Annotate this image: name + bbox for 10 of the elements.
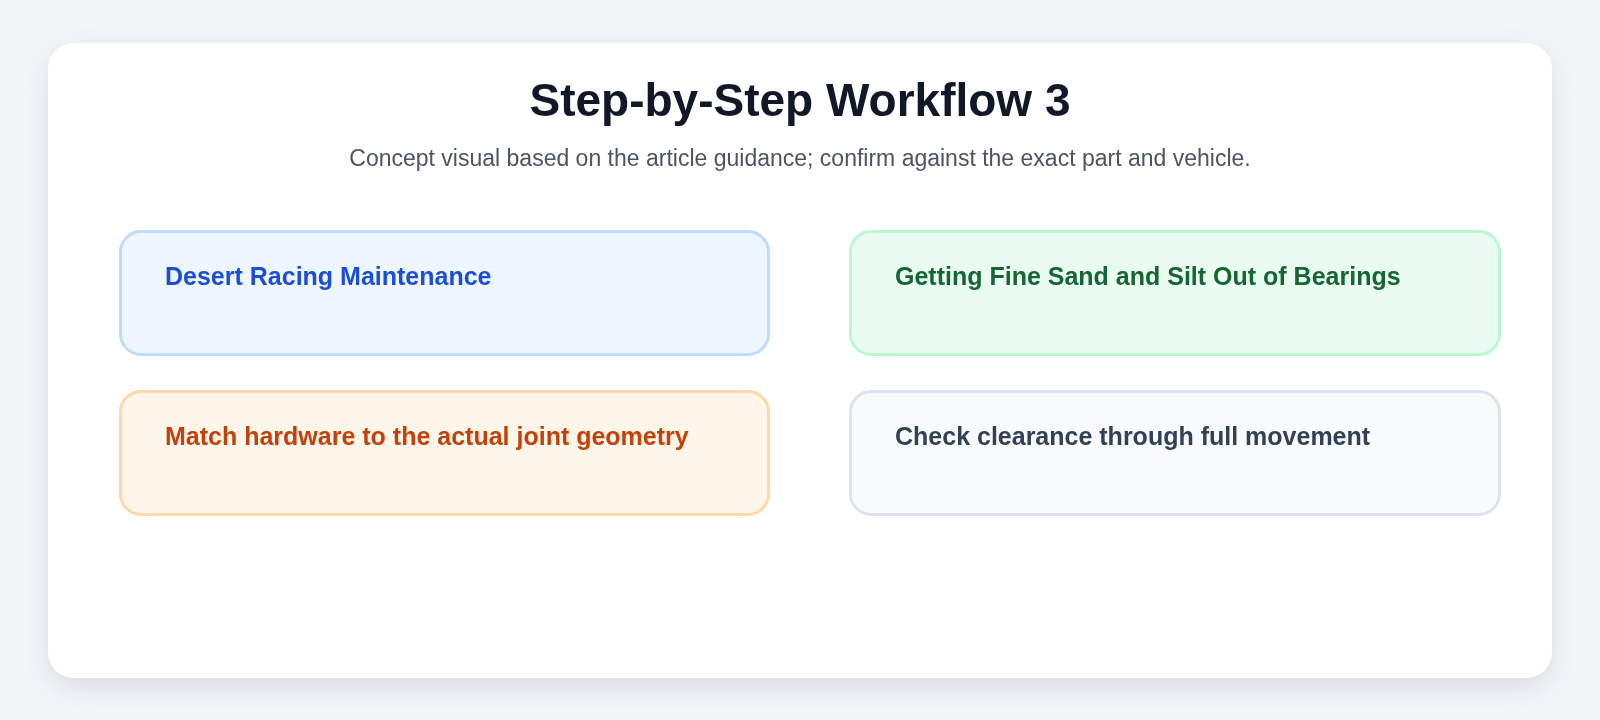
title: Step-by-Step Workflow 3: [529, 73, 1071, 127]
step-card: [119, 230, 770, 356]
subtitle: Concept visual based on the article guidance; confirm against the exact part and vehicle.: [349, 144, 1251, 173]
card-heading: Check clearance through full movement: [895, 421, 1371, 452]
card-heading: Getting Fine Sand and Silt Out of Bearings: [895, 261, 1401, 292]
step-card: [849, 230, 1501, 356]
card-heading: Desert Racing Maintenance: [165, 261, 492, 292]
card-heading: Match hardware to the actual joint geometry: [165, 421, 689, 452]
step-card: [849, 390, 1501, 516]
step-card: [119, 390, 770, 516]
